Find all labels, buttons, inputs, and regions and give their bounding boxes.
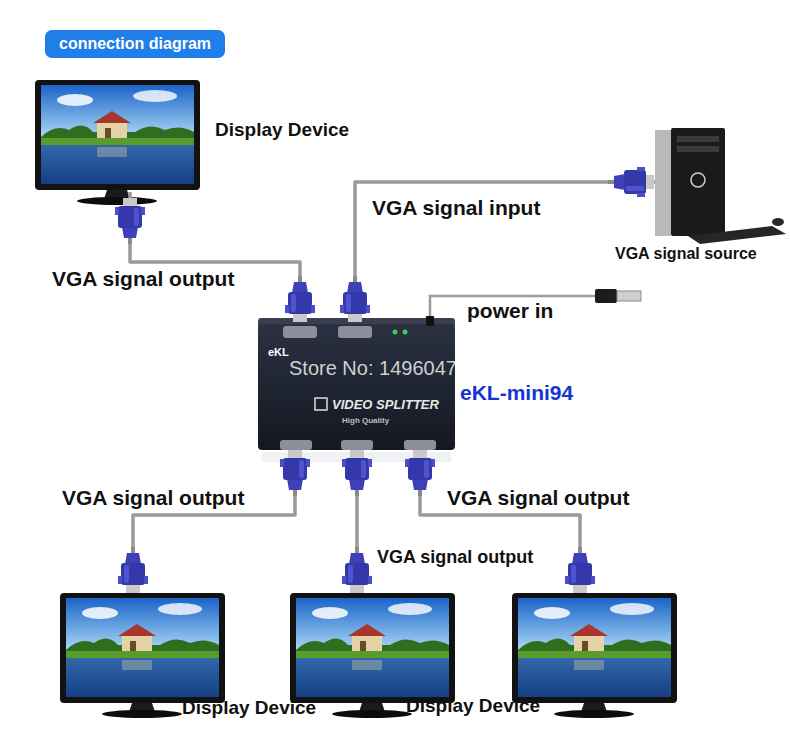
display-monitor: Display Device	[290, 593, 455, 693]
brand-logo: eKL	[268, 346, 289, 358]
model-label: eKL-mini94	[460, 381, 573, 404]
device-label: Display Device	[406, 696, 540, 717]
vga-cable	[133, 450, 295, 593]
display-monitor	[512, 593, 677, 693]
panel-label: VIDEO SPLITTER	[332, 398, 439, 412]
signal-label: VGA signal output	[377, 548, 533, 568]
signal-label: VGA signal output	[62, 486, 244, 509]
pc-tower: VGA signal source	[655, 130, 727, 236]
splitter-box	[258, 318, 455, 462]
watermark: Store No: 1496047	[289, 357, 457, 379]
display-monitor: Display Device	[35, 80, 200, 192]
vga-cable	[130, 192, 300, 322]
signal-label: VGA signal output	[447, 486, 629, 509]
vga-plug	[115, 167, 654, 593]
vga-cable	[355, 450, 359, 593]
device-label: Display Device	[215, 120, 349, 141]
display-monitor: Display Device	[60, 593, 225, 693]
panel-label: High Quality	[342, 417, 389, 426]
monitor-illustration	[35, 80, 677, 718]
power-label: power in	[467, 299, 553, 322]
signal-label: VGA signal input	[372, 196, 540, 219]
device-label: Display Device	[182, 698, 316, 719]
splitter-box: eKL-mini94eKLVIDEO SPLITTERHigh Quality	[258, 322, 455, 450]
device-label: VGA signal source	[615, 245, 757, 263]
pc-illustration	[655, 128, 786, 244]
vga-cable	[355, 182, 655, 322]
power-cable	[426, 289, 641, 326]
vga-cable	[420, 450, 580, 593]
title-badge: connection diagram	[45, 30, 225, 58]
signal-label: VGA signal output	[52, 267, 234, 290]
